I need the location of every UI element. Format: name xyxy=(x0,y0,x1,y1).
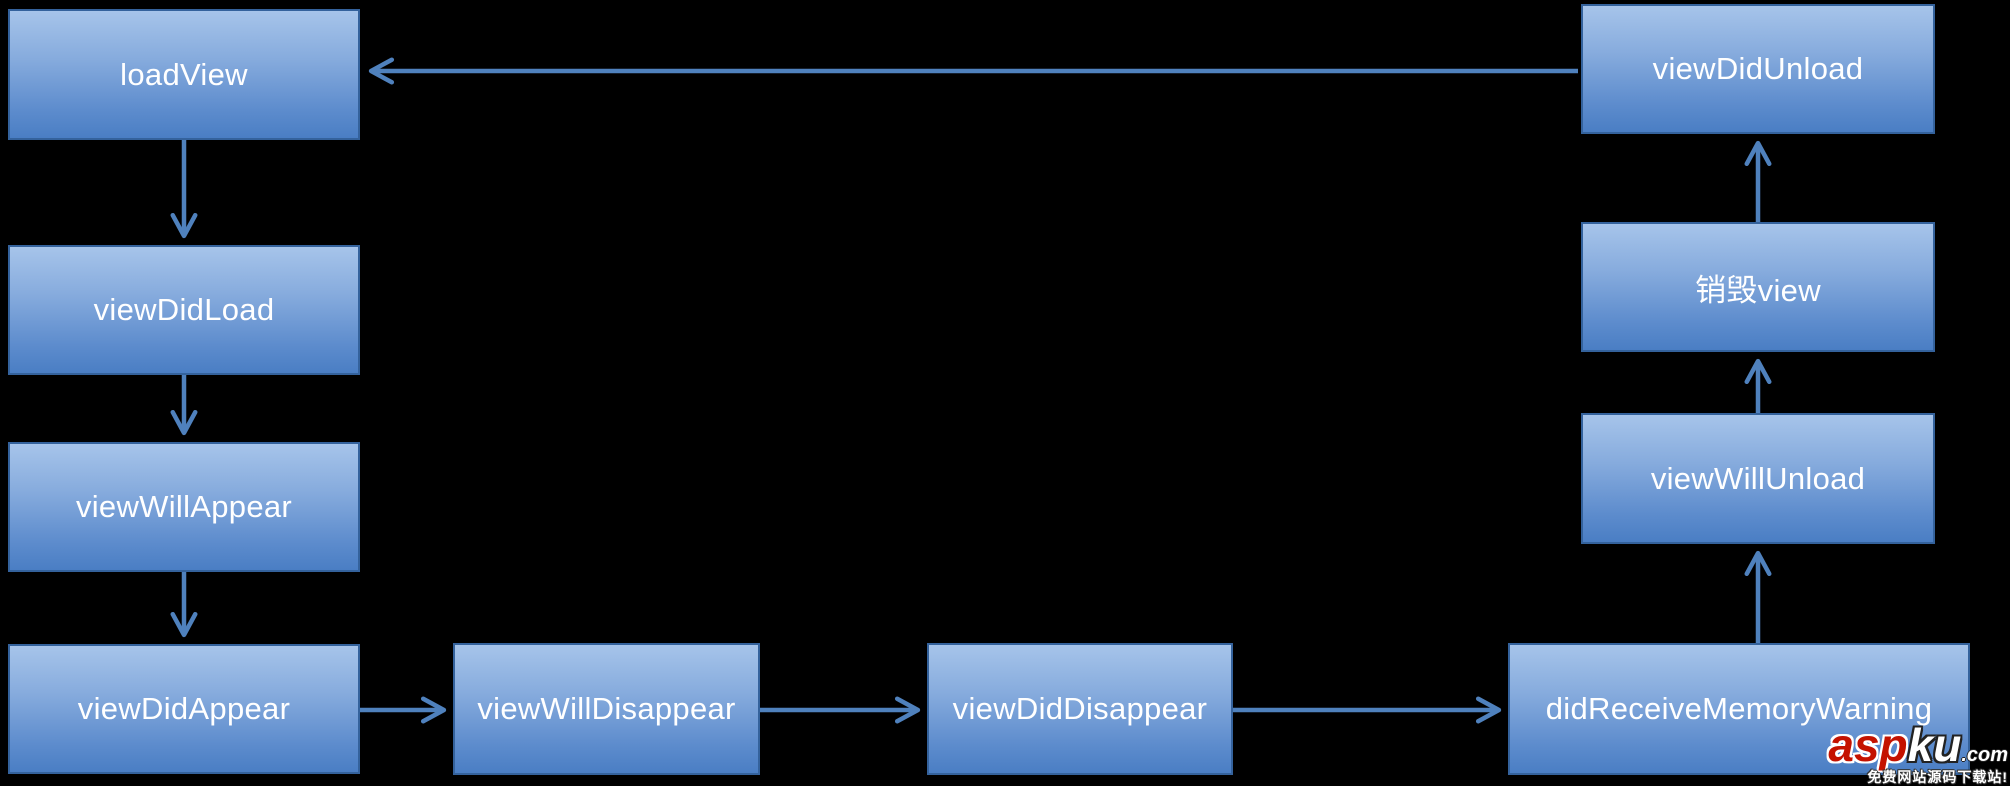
node-label: didReceiveMemoryWarning xyxy=(1545,691,1933,726)
node-label: viewWillAppear xyxy=(75,489,293,524)
node-viewwilldisappear: viewWillDisappear xyxy=(453,643,760,775)
node-viewdiddisappear: viewDidDisappear xyxy=(927,643,1233,775)
node-label: viewWillDisappear xyxy=(477,691,736,726)
node-label: viewDidAppear xyxy=(77,691,291,726)
node-viewdidappear: viewDidAppear xyxy=(8,644,360,774)
node-label: viewDidLoad xyxy=(93,292,275,327)
node-label: viewWillUnload xyxy=(1650,460,1866,496)
node-viewwillappear: viewWillAppear xyxy=(8,442,360,572)
node-viewdidload: viewDidLoad xyxy=(8,245,360,375)
node-label: 销毁view xyxy=(1695,272,1821,308)
node-didreceivememorywarning: didReceiveMemoryWarning xyxy=(1508,643,1970,775)
node-destroy-view: 销毁view xyxy=(1581,222,1935,352)
node-viewdidunload: viewDidUnload xyxy=(1581,4,1935,134)
node-label: viewDidUnload xyxy=(1652,51,1864,86)
node-loadview: loadView xyxy=(8,9,360,140)
node-label: viewDidDisappear xyxy=(952,691,1208,726)
node-viewwillunload: viewWillUnload xyxy=(1581,413,1935,544)
node-label: loadView xyxy=(120,56,248,92)
